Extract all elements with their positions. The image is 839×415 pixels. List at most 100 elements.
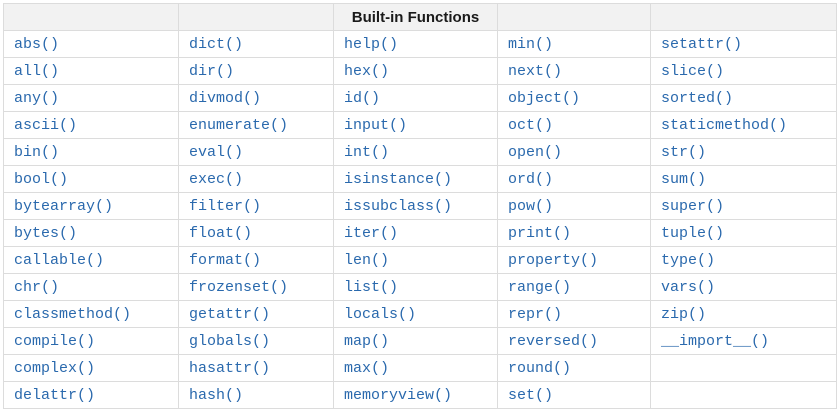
function-link[interactable]: object() xyxy=(508,89,581,107)
function-link[interactable]: hex() xyxy=(344,62,390,80)
function-link[interactable]: getattr() xyxy=(189,305,271,323)
function-link[interactable]: dir() xyxy=(189,62,235,80)
function-cell: map() xyxy=(333,327,498,355)
function-link[interactable]: globals() xyxy=(189,332,271,350)
function-cell: all() xyxy=(3,57,179,85)
function-link[interactable]: all() xyxy=(14,62,60,80)
function-link[interactable]: round() xyxy=(508,359,572,377)
function-link[interactable]: bytes() xyxy=(14,224,78,242)
function-link[interactable]: locals() xyxy=(344,305,417,323)
header-cell-empty-3 xyxy=(497,3,651,31)
function-link[interactable]: delattr() xyxy=(14,386,96,404)
function-cell: reversed() xyxy=(497,327,651,355)
function-cell: callable() xyxy=(3,246,179,274)
function-link[interactable]: bytearray() xyxy=(14,197,114,215)
function-link[interactable]: memoryview() xyxy=(344,386,453,404)
function-link[interactable]: dict() xyxy=(189,35,244,53)
function-link[interactable]: str() xyxy=(661,143,707,161)
function-cell: bool() xyxy=(3,165,179,193)
function-link[interactable]: len() xyxy=(344,251,390,269)
function-cell: range() xyxy=(497,273,651,301)
function-cell: tuple() xyxy=(650,219,837,247)
function-link[interactable]: filter() xyxy=(189,197,262,215)
function-link[interactable]: hash() xyxy=(189,386,244,404)
function-link[interactable]: complex() xyxy=(14,359,96,377)
function-link[interactable]: bin() xyxy=(14,143,60,161)
function-link[interactable]: compile() xyxy=(14,332,96,350)
table-row: bytearray() filter() issubclass() pow() supe… xyxy=(3,192,837,220)
function-link[interactable]: issubclass() xyxy=(344,197,453,215)
function-cell: setattr() xyxy=(650,30,837,58)
function-cell: zip() xyxy=(650,300,837,328)
function-link[interactable]: callable() xyxy=(14,251,105,269)
function-link[interactable]: float() xyxy=(189,224,253,242)
function-link[interactable]: format() xyxy=(189,251,262,269)
function-link[interactable]: bool() xyxy=(14,170,69,188)
function-link[interactable]: max() xyxy=(344,359,390,377)
function-link[interactable]: ord() xyxy=(508,170,554,188)
function-cell: next() xyxy=(497,57,651,85)
function-link[interactable]: sorted() xyxy=(661,89,734,107)
function-link[interactable]: chr() xyxy=(14,278,60,296)
function-link[interactable]: classmethod() xyxy=(14,305,132,323)
function-link[interactable]: property() xyxy=(508,251,599,269)
function-link[interactable]: sum() xyxy=(661,170,707,188)
function-link[interactable]: oct() xyxy=(508,116,554,134)
function-cell: compile() xyxy=(3,327,179,355)
function-link[interactable]: open() xyxy=(508,143,563,161)
function-link[interactable]: abs() xyxy=(14,35,60,53)
function-cell: globals() xyxy=(178,327,334,355)
function-link[interactable]: iter() xyxy=(344,224,399,242)
function-link[interactable]: hasattr() xyxy=(189,359,271,377)
function-link[interactable]: staticmethod() xyxy=(661,116,788,134)
function-link[interactable]: slice() xyxy=(661,62,725,80)
function-link[interactable]: frozenset() xyxy=(189,278,289,296)
function-link[interactable]: type() xyxy=(661,251,716,269)
function-link[interactable]: isinstance() xyxy=(344,170,453,188)
function-link[interactable]: range() xyxy=(508,278,572,296)
function-cell: hash() xyxy=(178,381,334,409)
function-cell: list() xyxy=(333,273,498,301)
function-link[interactable]: map() xyxy=(344,332,390,350)
function-link[interactable]: int() xyxy=(344,143,390,161)
header-cell-empty-4 xyxy=(650,3,837,31)
function-cell: staticmethod() xyxy=(650,111,837,139)
table-row: callable() format() len() property() type() xyxy=(3,246,837,274)
function-cell: object() xyxy=(497,84,651,112)
function-cell: set() xyxy=(497,381,651,409)
function-link[interactable]: vars() xyxy=(661,278,716,296)
table-row: classmethod() getattr() locals() repr() zip(… xyxy=(3,300,837,328)
function-link[interactable]: pow() xyxy=(508,197,554,215)
function-link[interactable]: zip() xyxy=(661,305,707,323)
function-link[interactable]: list() xyxy=(344,278,399,296)
function-cell: min() xyxy=(497,30,651,58)
function-cell: bytes() xyxy=(3,219,179,247)
function-cell: format() xyxy=(178,246,334,274)
function-link[interactable]: input() xyxy=(344,116,408,134)
function-link[interactable]: setattr() xyxy=(661,35,743,53)
function-cell: bytearray() xyxy=(3,192,179,220)
header-row: Built-in Functions xyxy=(3,3,837,31)
function-link[interactable]: eval() xyxy=(189,143,244,161)
function-link[interactable]: help() xyxy=(344,35,399,53)
function-link[interactable]: print() xyxy=(508,224,572,242)
function-link[interactable]: super() xyxy=(661,197,725,215)
function-link[interactable]: ascii() xyxy=(14,116,78,134)
function-link[interactable]: id() xyxy=(344,89,381,107)
function-link[interactable]: set() xyxy=(508,386,554,404)
function-link[interactable]: exec() xyxy=(189,170,244,188)
table-row: bool() exec() isinstance() ord() sum() xyxy=(3,165,837,193)
function-link[interactable]: reversed() xyxy=(508,332,599,350)
function-link[interactable]: divmod() xyxy=(189,89,262,107)
function-link[interactable]: next() xyxy=(508,62,563,80)
function-link[interactable]: tuple() xyxy=(661,224,725,242)
function-link[interactable]: min() xyxy=(508,35,554,53)
function-link[interactable]: repr() xyxy=(508,305,563,323)
function-link[interactable]: any() xyxy=(14,89,60,107)
function-cell: type() xyxy=(650,246,837,274)
table-body: abs() dict() help() min() setattr() all() dir(… xyxy=(3,30,837,409)
function-cell: id() xyxy=(333,84,498,112)
function-link[interactable]: __import__() xyxy=(661,332,770,350)
function-cell: __import__() xyxy=(650,327,837,355)
function-link[interactable]: enumerate() xyxy=(189,116,289,134)
